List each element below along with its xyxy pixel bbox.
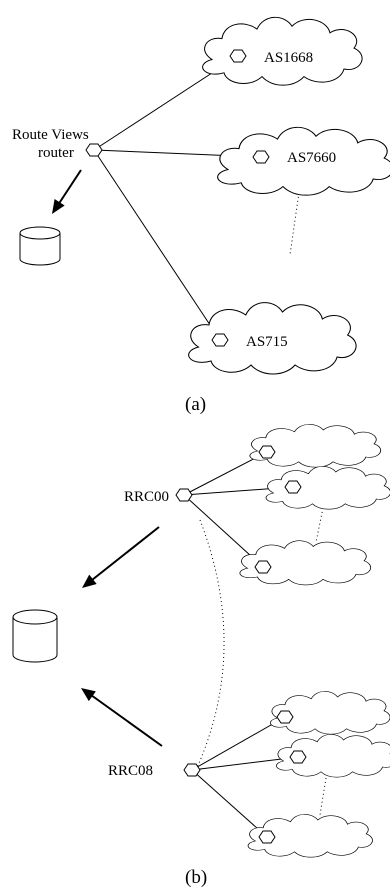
router-label-line2: router (38, 145, 74, 161)
ellipsis-dots-rrc00 (315, 507, 324, 543)
rrc08-label: RRC08 (108, 763, 153, 779)
arrowhead-icon (77, 683, 96, 702)
link-router-as715 (93, 149, 221, 341)
database-icon (12, 609, 58, 663)
cloud-rrc00-peer-2 (265, 465, 390, 510)
route-views-router-icon (85, 143, 103, 157)
panel-b: RRC00 RRC08 (b (12, 423, 390, 888)
peer-node-icon (276, 710, 294, 724)
rrc08-collector-icon (183, 763, 201, 777)
peer-node-icon (289, 750, 307, 764)
arrow-rrc08-to-database (90, 694, 163, 747)
peer-node-icon (258, 830, 276, 844)
arrow-rrc00-to-database (91, 526, 160, 581)
rrc00-label: RRC00 (124, 489, 169, 505)
router-label-line1: Route Views (12, 127, 89, 143)
peer-node-icon (254, 560, 272, 574)
rrc00-collector-icon (175, 488, 193, 502)
database-icon (19, 226, 61, 266)
peer-node-icon (258, 445, 276, 459)
as-label: AS1668 (264, 50, 313, 66)
as1668-node-icon (229, 49, 247, 63)
as-label: AS715 (246, 334, 288, 350)
panel-a: AS1668 AS7660 AS715 Route Views router (… (12, 16, 390, 415)
as-label: AS7660 (287, 150, 336, 166)
link-rrc08-peer-3 (191, 769, 268, 838)
link-rrc08-peer-1 (191, 716, 286, 771)
arrowhead-icon (46, 198, 65, 218)
ellipsis-dots-rrc08 (319, 777, 327, 816)
collector-ellipsis-dots (195, 519, 225, 771)
peer-node-icon (284, 480, 302, 494)
caption-a: (a) (185, 394, 206, 415)
as715-node-icon (211, 333, 229, 347)
arrow-router-to-database (57, 169, 82, 206)
as7660-node-icon (252, 150, 270, 164)
caption-b: (b) (185, 867, 207, 888)
ellipsis-dots-a (289, 184, 301, 256)
